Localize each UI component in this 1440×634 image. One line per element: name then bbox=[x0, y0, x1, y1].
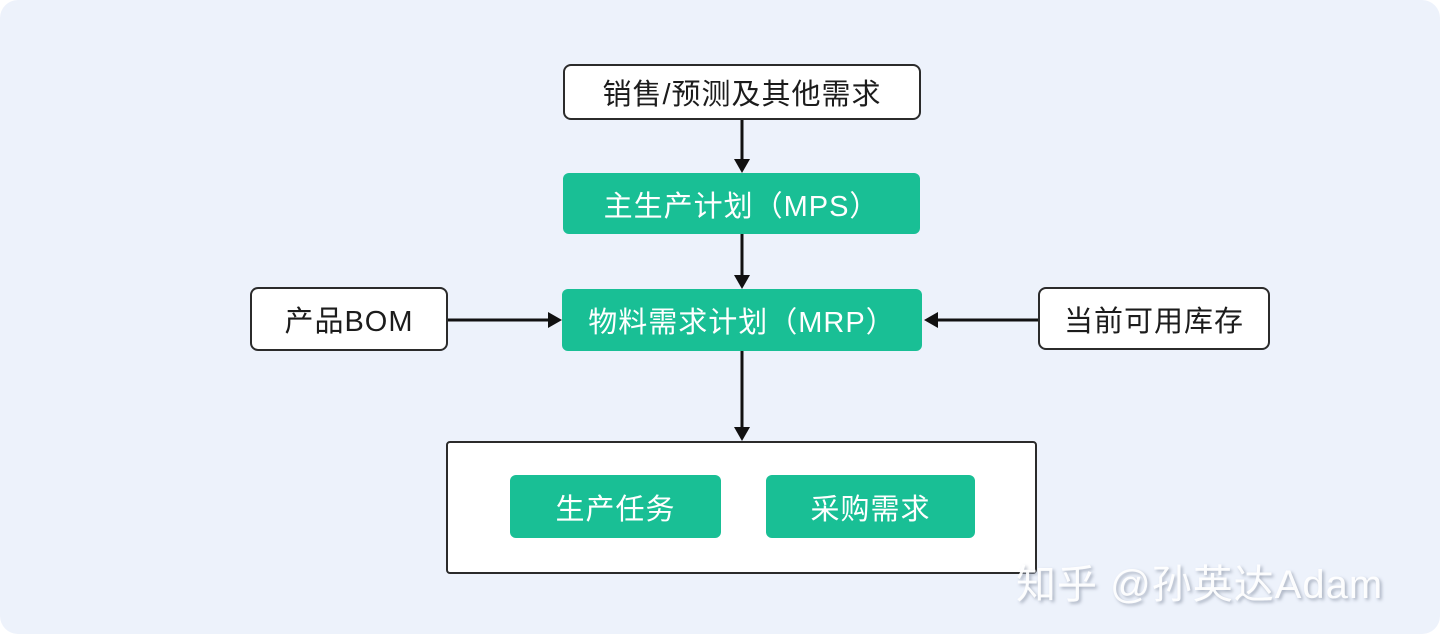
zhihu-watermark: 知乎 @孙英达Adam bbox=[1016, 563, 1384, 607]
arrowhead-down-icon bbox=[734, 427, 750, 441]
edge-bom-to-mrp bbox=[448, 312, 562, 328]
node-production-task: 生产任务 bbox=[510, 475, 721, 538]
edge-demand-to-mps bbox=[734, 120, 750, 173]
node-available-inventory: 当前可用库存 bbox=[1038, 287, 1270, 350]
node-product-bom: 产品BOM bbox=[250, 287, 448, 351]
arrowhead-down-icon bbox=[734, 275, 750, 289]
node-material-requirements-planning: 物料需求计划（MRP） bbox=[562, 289, 922, 351]
arrowhead-left-icon bbox=[924, 312, 938, 328]
node-sales-forecast-demand: 销售/预测及其他需求 bbox=[563, 64, 921, 120]
arrowhead-down-icon bbox=[734, 159, 750, 173]
edge-mrp-to-outputs bbox=[734, 351, 750, 441]
node-master-production-schedule: 主生产计划（MPS） bbox=[563, 173, 920, 234]
node-purchase-demand: 采购需求 bbox=[766, 475, 975, 538]
edge-mps-to-mrp bbox=[734, 234, 750, 289]
arrowhead-right-icon bbox=[548, 312, 562, 328]
edge-inventory-to-mrp bbox=[924, 312, 1038, 328]
